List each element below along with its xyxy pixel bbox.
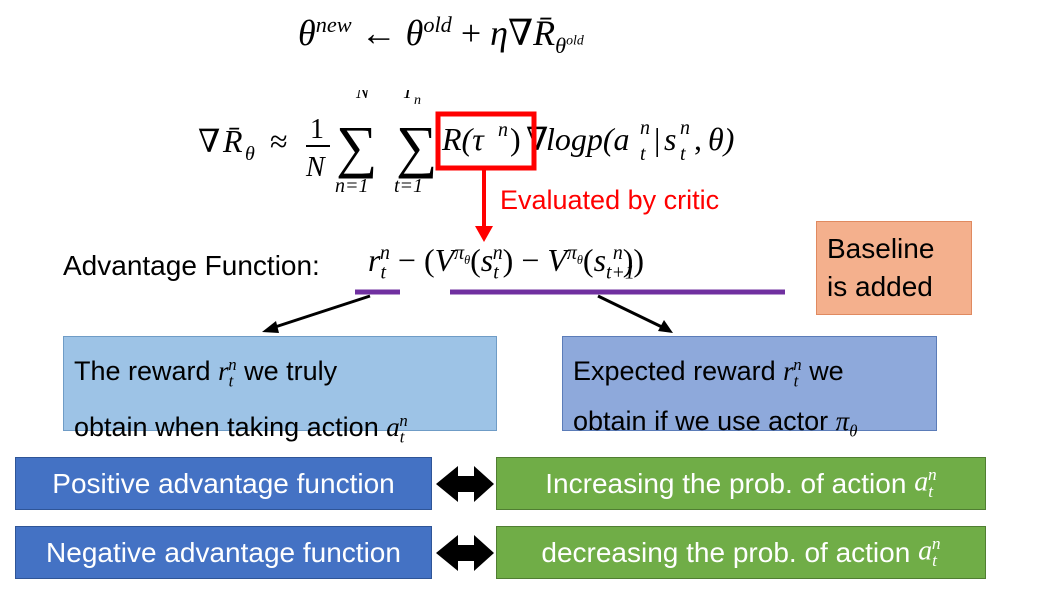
- svg-text:logp(a: logp(a: [546, 121, 630, 157]
- svg-text:N: N: [355, 90, 371, 103]
- svg-text:T: T: [402, 90, 415, 103]
- reward-arrow-head: [262, 321, 279, 333]
- svg-text:,: ,: [694, 121, 702, 157]
- expected-reward-symbol: rtn: [783, 355, 802, 391]
- expected-box-line2: obtain if we use actor: [573, 406, 829, 437]
- decrease-prob-box: decreasing the prob. of action atn: [496, 526, 986, 579]
- baseline-line1: Baseline: [827, 233, 935, 264]
- svg-text:R̄: R̄: [222, 123, 243, 159]
- svg-text:∇: ∇: [198, 123, 220, 159]
- svg-text:n: n: [640, 117, 650, 139]
- svg-text:n=1: n=1: [335, 175, 369, 197]
- baseline-line2: is added: [827, 271, 933, 302]
- svg-text:θ: θ: [245, 143, 255, 165]
- svg-text:t: t: [640, 143, 646, 165]
- increase-prob-text: Increasing the prob. of action: [545, 467, 907, 499]
- baseline-note: Baseline is added: [816, 221, 972, 315]
- gradient-equation: ∇ R̄ θ ≈ 1 N ∑ N n=1 ∑ T n t=1 R(τ n ) ∇…: [198, 90, 734, 197]
- svg-text:): ): [510, 121, 521, 157]
- expected-arrow-head: [658, 320, 673, 333]
- svg-text:t: t: [680, 143, 686, 165]
- negative-advantage-box: Negative advantage function: [15, 526, 432, 579]
- svg-text:n: n: [498, 119, 508, 141]
- advantage-expression: rtn − (Vπθ(stn) − Vπθ(st+1n)): [368, 242, 645, 284]
- svg-text:R(τ: R(τ: [441, 121, 485, 157]
- reward-box-text-b: we truly: [244, 356, 338, 386]
- expected-arrow: [597, 294, 665, 330]
- increase-action-symbol: atn: [914, 465, 937, 501]
- svg-text:n: n: [680, 117, 690, 139]
- svg-text:n: n: [414, 93, 421, 108]
- reward-box-text-a: The reward: [74, 356, 211, 386]
- svg-text:t=1: t=1: [394, 175, 423, 197]
- update-equation: θnew ← θold + η∇R̄θold: [298, 12, 584, 59]
- svg-text:|: |: [654, 121, 660, 157]
- expected-box-text-a: Expected reward: [573, 356, 776, 386]
- action-symbol: atn: [386, 411, 408, 447]
- decrease-action-symbol: atn: [918, 534, 941, 570]
- reward-box-line2: obtain when taking action: [74, 412, 379, 443]
- svg-text:1: 1: [310, 114, 324, 145]
- reward-arrow: [271, 294, 371, 330]
- svg-text:N: N: [305, 152, 326, 183]
- advantage-function-label: Advantage Function:: [63, 250, 320, 281]
- actor-symbol: πθ: [835, 406, 858, 441]
- svg-text:s: s: [664, 121, 676, 157]
- svg-text:∑: ∑: [336, 114, 377, 179]
- svg-text:θ): θ): [708, 121, 734, 157]
- critic-label: Evaluated by critic: [500, 185, 720, 215]
- reward-symbol: rtn: [218, 355, 237, 391]
- expected-box-text-b: we: [809, 356, 844, 386]
- svg-text:≈: ≈: [270, 123, 288, 159]
- double-arrow-2: [436, 535, 494, 571]
- critic-arrow: [475, 168, 493, 242]
- svg-text:∑: ∑: [396, 114, 437, 179]
- positive-advantage-box: Positive advantage function: [15, 457, 432, 510]
- decrease-prob-text: decreasing the prob. of action: [541, 536, 911, 568]
- increase-prob-box: Increasing the prob. of action atn: [496, 457, 986, 510]
- double-arrow-1: [436, 466, 494, 502]
- expected-reward-box: Expected reward rtn we obtain if we use …: [562, 336, 937, 441]
- actual-reward-box: The reward rtn we truly obtain when taki…: [63, 336, 497, 447]
